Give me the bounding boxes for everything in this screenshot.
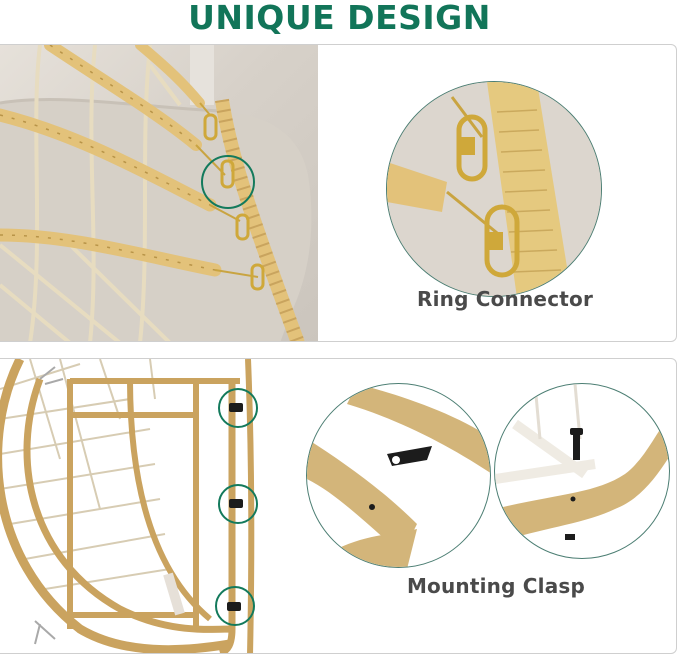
page-title: UNIQUE DESIGN — [188, 0, 491, 37]
mounting-clasp-panel: Mounting Clasp — [0, 358, 677, 654]
ring-connector-panel: Ring Connector — [0, 44, 677, 342]
clasp-screw-illustration — [495, 384, 669, 544]
mounting-clasp-highlight-marker-3 — [215, 586, 255, 626]
ring-connector-detail-circle — [386, 81, 602, 297]
mounting-clasp-detail-circle-screw — [494, 383, 670, 559]
mounting-clasp-detail-circle-tab — [306, 383, 491, 568]
ring-connector-detail-illustration — [387, 82, 601, 296]
ring-connector-photo — [0, 45, 318, 341]
ring-connector-highlight-marker — [201, 155, 255, 209]
mounting-clasp-highlight-marker-1 — [218, 388, 258, 428]
mounting-clasp-caption: Mounting Clasp — [406, 574, 586, 598]
ring-connector-caption: Ring Connector — [416, 287, 594, 311]
chair-rim-illustration — [0, 45, 312, 341]
clasp-tab-illustration — [307, 384, 490, 567]
mounting-clasp-photo — [0, 359, 265, 653]
mounting-clasp-highlight-marker-2 — [218, 484, 258, 524]
